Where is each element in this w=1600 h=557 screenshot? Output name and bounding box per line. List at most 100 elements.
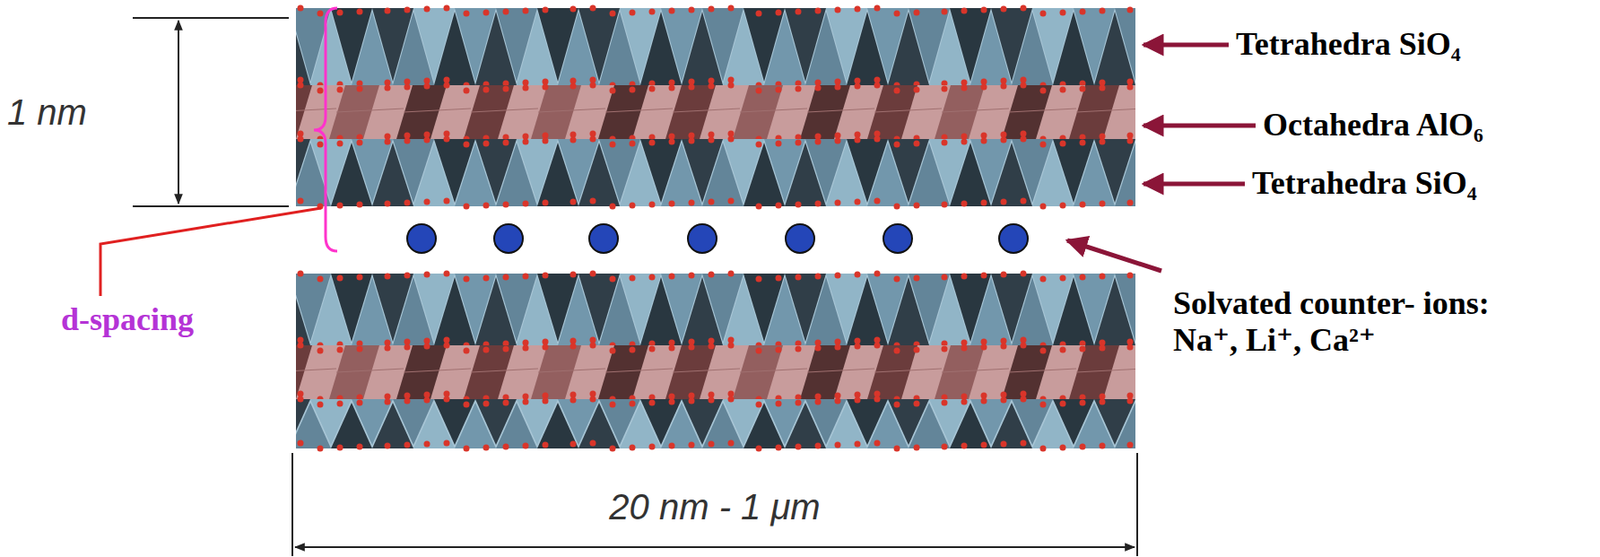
- oxygen-dot: [297, 130, 305, 138]
- oxygen-dot: [981, 339, 988, 346]
- oxygen-dot: [317, 445, 324, 453]
- layer-stroke: [874, 368, 942, 373]
- oxygen-dot: [522, 85, 530, 92]
- oxygen-dot: [728, 198, 735, 205]
- oxygen-dot: [404, 392, 411, 400]
- oxygen-dot: [337, 275, 344, 282]
- oxygen-dot: [669, 273, 676, 280]
- d-spacing-brace: [313, 8, 338, 252]
- counter-ion: [883, 224, 913, 253]
- oxygen-dot: [384, 85, 392, 92]
- oxygen-dot: [688, 138, 696, 145]
- oxygen-dot: [1000, 391, 1008, 399]
- oxygen-dot: [854, 271, 861, 279]
- oxygen-dot: [317, 141, 324, 148]
- layer-stroke: [470, 368, 539, 373]
- oxygen-dot: [443, 130, 451, 138]
- oxygen-dot: [708, 78, 715, 85]
- oxygen-dot: [834, 78, 842, 86]
- oxygen-dot: [649, 86, 656, 93]
- oxygen-dot: [688, 398, 696, 405]
- oxygen-dot: [424, 343, 431, 350]
- layer-stroke: [295, 108, 337, 113]
- oxygen-dot: [913, 347, 921, 354]
- oxygen-dot: [669, 79, 676, 87]
- oxygen-dot: [961, 8, 968, 15]
- oxygen-dot: [834, 442, 842, 449]
- oxygen-dot: [795, 139, 802, 147]
- thickness-dimension: [132, 17, 289, 207]
- oxygen-dot: [669, 200, 676, 208]
- oxygen-dot: [424, 441, 431, 448]
- oxygen-dot: [1060, 275, 1067, 282]
- oxygen-dot: [297, 82, 305, 89]
- layer-stroke: [295, 368, 337, 373]
- oxygen-dot: [1000, 131, 1008, 139]
- oxygen-dot: [854, 6, 861, 13]
- oxygen-dot: [961, 345, 968, 352]
- oxygen-dot: [756, 203, 763, 210]
- oxygen-dot: [424, 6, 431, 13]
- oxygen-dot: [337, 400, 344, 408]
- tetrahedral-ground: [295, 273, 1136, 346]
- oxygen-dot: [669, 345, 676, 352]
- oxygen-dot: [542, 392, 549, 400]
- oxygen-dot: [1000, 137, 1008, 144]
- oxygen-dot: [590, 77, 597, 84]
- oxygen-dot: [854, 391, 861, 399]
- oxygen-dot: [1079, 274, 1087, 281]
- oxygen-dot: [1099, 393, 1106, 400]
- oxygen-dot: [728, 5, 735, 12]
- oxygen-dot: [834, 132, 842, 140]
- oxygen-dot: [1099, 339, 1106, 347]
- oxygen-dot: [649, 443, 656, 451]
- oxygen-dot: [874, 5, 881, 12]
- oxygen-dot: [1127, 7, 1134, 14]
- oxygen-dot: [590, 270, 597, 278]
- oxygen-dot: [961, 339, 968, 347]
- d-spacing-leader: [100, 208, 322, 296]
- oxygen-dot: [463, 445, 470, 453]
- oxygen-dot: [728, 391, 735, 398]
- oxygen-dot: [297, 198, 305, 205]
- oxygen-dot: [708, 83, 715, 90]
- oxygen-dot: [756, 10, 763, 18]
- oxygen-dot: [708, 338, 715, 345]
- oxygen-dot: [961, 399, 968, 406]
- oxygen-dot: [570, 137, 577, 144]
- oxygen-dot: [1060, 400, 1067, 408]
- tetrahedral-sheet: [295, 396, 1136, 453]
- oxygen-dot: [404, 132, 411, 140]
- oxygen-dot: [443, 440, 451, 447]
- layer-stroke: [605, 368, 673, 373]
- oxygen-dot: [317, 347, 324, 355]
- oxygen-dot: [337, 444, 344, 452]
- tetrahedral-sheet: [295, 270, 1136, 349]
- oxygen-dot: [570, 343, 577, 350]
- oxygen-dot: [913, 9, 921, 17]
- oxygen-dot: [542, 132, 549, 140]
- oxygen-dot: [337, 86, 344, 94]
- oxygen-dot: [669, 133, 676, 140]
- tetrahedral-ground: [295, 8, 1136, 86]
- oxygen-dot: [356, 86, 364, 93]
- oxygen-dot: [609, 276, 617, 283]
- oxygen-dot: [834, 138, 842, 145]
- oxygen-dot: [961, 200, 968, 208]
- oxygen-dot: [483, 400, 490, 408]
- oxygen-dot: [483, 202, 490, 209]
- oxygen-dot: [815, 79, 822, 87]
- layer-stroke: [941, 108, 1009, 113]
- layer-stroke: [1114, 8, 1136, 82]
- oxygen-dot: [1000, 343, 1008, 350]
- oxygen-dot: [874, 82, 881, 89]
- oxygen-dot: [404, 84, 411, 91]
- oxygen-dot: [404, 7, 411, 14]
- oxygen-dot: [404, 344, 411, 351]
- oxygen-dot: [961, 139, 968, 146]
- oxygen-dot: [1127, 398, 1134, 405]
- oxygen-dot: [503, 201, 510, 209]
- layer-label: Octahedra AlO₆: [1262, 106, 1484, 144]
- layer-stroke: [1114, 273, 1136, 342]
- oxygen-dot: [941, 8, 948, 16]
